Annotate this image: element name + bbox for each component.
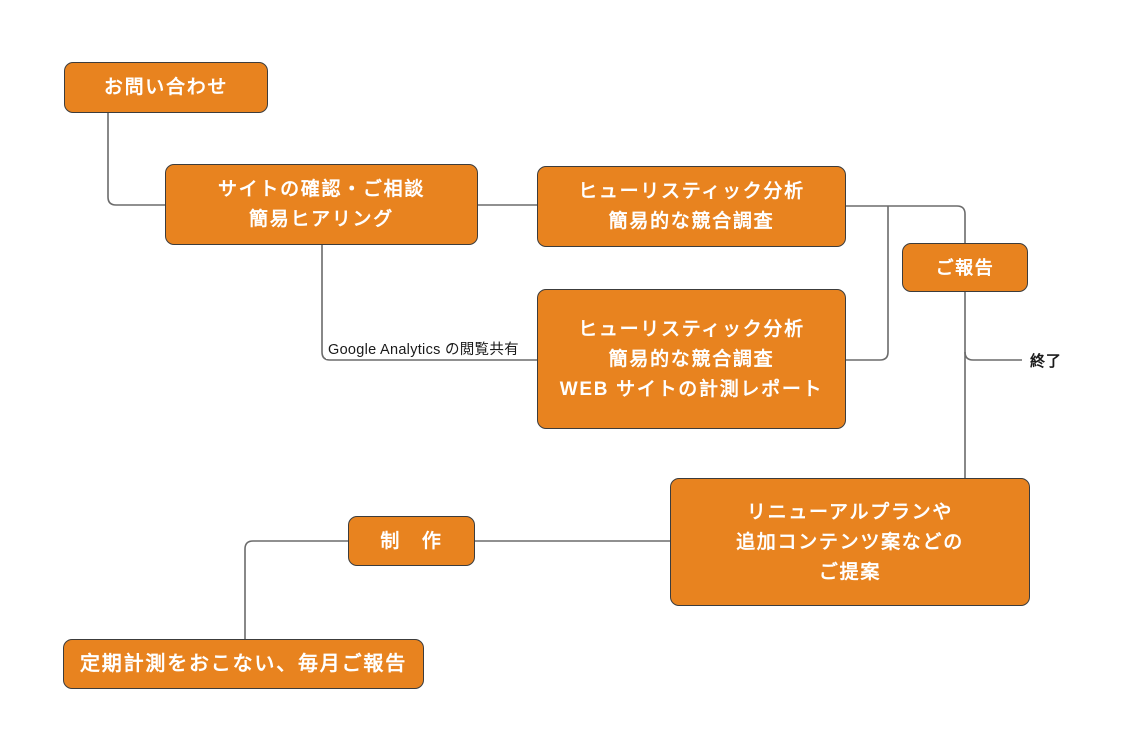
edge-label-ga-share: Google Analytics の閲覧共有	[326, 338, 521, 359]
node-heuristic-full-line-1: ヒューリスティック分析	[578, 318, 805, 340]
node-heuristic-full-line-3: WEB サイトの計測レポート	[559, 378, 824, 400]
node-production[interactable]: 制 作	[348, 516, 475, 566]
node-monthly-report-line-1: 定期計測をおこない、毎月ご報告	[80, 653, 407, 675]
connector-heuristic-basic-to-bus	[845, 205, 966, 243]
node-site-check-line-2: 簡易ヒアリング	[249, 209, 394, 230]
connector-site-check-to-heuristic-full	[321, 244, 538, 361]
node-proposal-line-2: 追加コンテンツ案などの	[736, 531, 964, 553]
node-heuristic-basic[interactable]: ヒューリスティック分析 簡易的な競合調査	[537, 166, 846, 247]
node-report-line-1: ご報告	[935, 257, 995, 278]
node-production-line-1: 制 作	[380, 530, 443, 552]
node-proposal[interactable]: リニューアルプランや 追加コンテンツ案などの ご提案	[670, 478, 1030, 606]
node-heuristic-basic-line-1: ヒューリスティック分析	[578, 181, 805, 202]
node-report[interactable]: ご報告	[902, 243, 1028, 292]
node-heuristic-full[interactable]: ヒューリスティック分析 簡易的な競合調査 WEB サイトの計測レポート	[537, 289, 846, 429]
node-inquiry[interactable]: お問い合わせ	[64, 62, 268, 113]
connector-inquiry-to-site-check	[107, 112, 166, 206]
node-proposal-line-1: リニューアルプランや	[746, 501, 954, 523]
node-monthly-report[interactable]: 定期計測をおこない、毎月ご報告	[63, 639, 424, 689]
edge-label-end: 終了	[1030, 353, 1062, 370]
node-heuristic-full-line-2: 簡易的な競合調査	[608, 348, 775, 370]
node-site-check-line-1: サイトの確認・ご相談	[217, 179, 426, 200]
node-heuristic-basic-line-2: 簡易的な競合調査	[608, 211, 775, 232]
node-site-check[interactable]: サイトの確認・ご相談 簡易ヒアリング	[165, 164, 478, 245]
connector-end-branch	[964, 351, 1022, 361]
node-proposal-line-3: ご提案	[818, 561, 882, 583]
connector-production-to-monthly-report	[244, 540, 348, 639]
connector-heuristic-full-to-bus	[845, 206, 889, 361]
node-inquiry-line-1: お問い合わせ	[103, 77, 229, 98]
